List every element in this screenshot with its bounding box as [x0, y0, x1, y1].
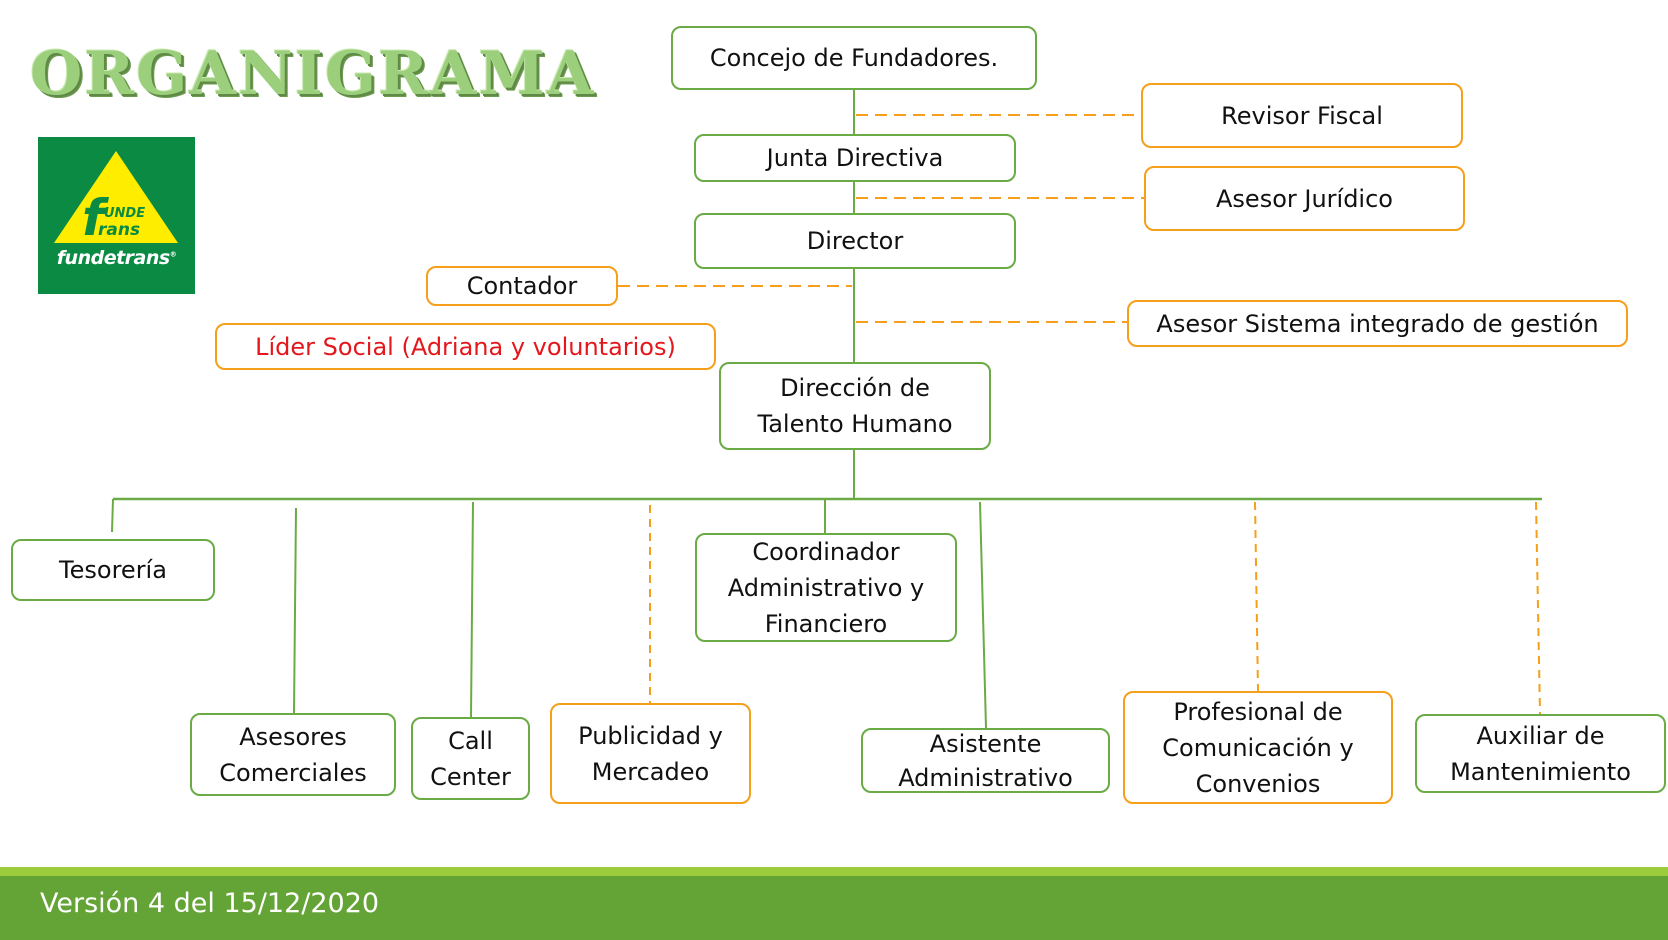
- node-label: Contador: [466, 272, 578, 300]
- node-label: Líder Social (Adriana y voluntarios): [255, 332, 676, 361]
- node-label-line: Mercadeo: [591, 757, 710, 786]
- node-junta-directiva[interactable]: Junta Directiva: [694, 134, 1016, 182]
- node-label: Revisor Fiscal: [1221, 101, 1383, 130]
- node-label-line: Center: [430, 762, 511, 791]
- node-label: Concejo de Fundadores.: [709, 44, 999, 72]
- node-label-line: Coordinador: [752, 537, 900, 566]
- node-director[interactable]: Director: [694, 213, 1016, 269]
- node-label-line: Asesores: [239, 722, 347, 751]
- node-publicidad-mercadeo[interactable]: Publicidad y Mercadeo: [550, 703, 751, 804]
- node-label-line: Financiero: [764, 609, 888, 638]
- node-auxiliar-mantenimiento[interactable]: Auxiliar de Mantenimiento: [1415, 714, 1666, 793]
- drop-auxiliar: [1535, 501, 1541, 715]
- logo-triangle-icon: f UNDE rans: [54, 151, 178, 247]
- logo-mark-bottom: rans: [98, 220, 140, 240]
- node-label-line: Asistente: [929, 729, 1042, 758]
- node-asesor-juridico[interactable]: Asesor Jurídico: [1144, 166, 1465, 231]
- node-label: Tesorería: [59, 556, 167, 584]
- version-label: Versión 4 del 15/12/2020: [40, 888, 380, 919]
- node-profesional-comunicacion[interactable]: Profesional de Comunicación y Convenios: [1123, 691, 1393, 804]
- node-revisor-fiscal[interactable]: Revisor Fiscal: [1141, 83, 1463, 148]
- node-tesoreria[interactable]: Tesorería: [11, 539, 215, 601]
- logo-brand-text: fundetrans®: [38, 247, 195, 269]
- node-contador[interactable]: Contador: [426, 266, 618, 306]
- drop-callcenter: [470, 501, 474, 718]
- node-asistente-administrativo[interactable]: Asistente Administrativo: [861, 728, 1110, 793]
- node-label: Asesor Jurídico: [1216, 184, 1393, 213]
- node-label-line: Administrativo y: [727, 573, 925, 602]
- node-lider-social[interactable]: Líder Social (Adriana y voluntarios): [215, 323, 716, 370]
- page-title: ORGANIGRAMA: [30, 39, 596, 109]
- node-asesor-sig[interactable]: Asesor Sistema integrado de gestión: [1127, 300, 1628, 347]
- node-coordinador[interactable]: Coordinador Administrativo y Financiero: [695, 533, 957, 642]
- fundetrans-logo: f UNDE rans fundetrans®: [38, 137, 195, 294]
- drop-tesoreria: [111, 498, 114, 533]
- logo-brand: fundetrans: [56, 247, 170, 269]
- drop-asistente: [979, 501, 987, 729]
- footer-bar: Versión 4 del 15/12/2020: [0, 876, 1668, 940]
- node-label-line: Call: [448, 726, 493, 755]
- node-label-line: Convenios: [1195, 769, 1321, 798]
- registered-mark: ®: [169, 250, 177, 259]
- node-concejo[interactable]: Concejo de Fundadores.: [671, 26, 1037, 90]
- node-label: Director: [806, 227, 904, 255]
- drop-profesional: [1254, 501, 1259, 692]
- node-label-line: Publicidad y: [578, 721, 723, 750]
- node-asesores-comerciales[interactable]: Asesores Comerciales: [190, 713, 396, 796]
- node-direccion-talento-humano[interactable]: Dirección de Talento Humano: [719, 362, 991, 450]
- node-label-line: Comunicación y: [1162, 733, 1354, 762]
- node-call-center[interactable]: Call Center: [411, 717, 530, 800]
- node-label-line: Administrativo: [898, 763, 1073, 792]
- node-label-line: Profesional de: [1173, 697, 1343, 726]
- node-label-line: Comerciales: [219, 758, 367, 787]
- node-label-line: Auxiliar de: [1476, 721, 1605, 750]
- node-label-line: Dirección de: [780, 374, 930, 402]
- node-label: Junta Directiva: [766, 144, 944, 172]
- logo-mark-top: UNDE: [104, 206, 145, 221]
- footer-accent-strip: [0, 867, 1668, 876]
- node-label: Asesor Sistema integrado de gestión: [1156, 309, 1599, 338]
- drop-asesores: [293, 507, 297, 714]
- node-label-line: Mantenimiento: [1450, 757, 1631, 786]
- node-label-line: Talento Humano: [757, 410, 953, 438]
